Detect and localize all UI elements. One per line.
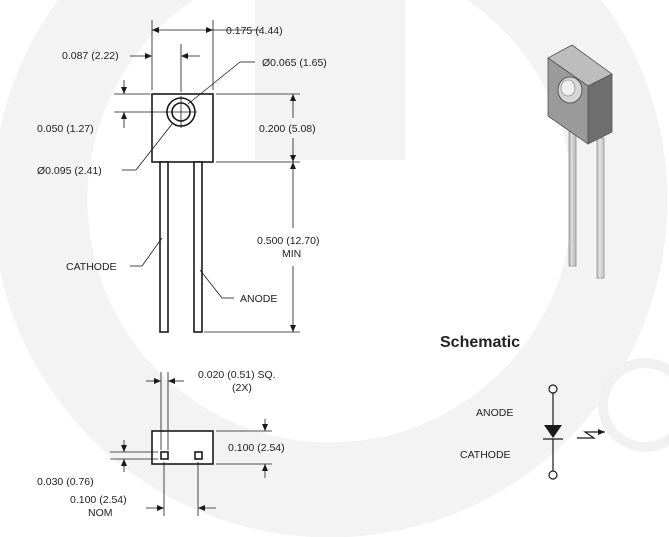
- dim-body-height: 0.200 (5.08): [259, 123, 316, 135]
- 3d-body-side: [587, 73, 613, 145]
- cathode-terminal: [548, 470, 558, 480]
- lead-anode: [193, 161, 203, 333]
- dim-lead-length: 0.500 (12.70): [257, 235, 319, 247]
- label-cathode: CATHODE: [66, 261, 117, 273]
- anode-terminal: [548, 384, 558, 394]
- dim-lead-square: 0.020 (0.51) SQ.: [198, 369, 276, 381]
- dim-lead-length-min: MIN: [282, 248, 301, 260]
- schematic-title: Schematic: [440, 334, 520, 351]
- dim-lead-spacing-nom: NOM: [88, 507, 113, 519]
- dim-outer-diameter: Ø0.095 (2.41): [37, 165, 102, 177]
- lead-cathode: [159, 161, 169, 333]
- dim-lead-offset: 0.030 (0.76): [37, 476, 94, 488]
- dim-lens-diameter: Ø0.065 (1.65): [262, 57, 327, 69]
- schematic-cathode-label: CATHODE: [460, 449, 511, 461]
- bottom-view: 0.020 (0.51) SQ. (2X) 0.100 (2.54) 0.030…: [37, 369, 285, 519]
- bottom-lead-left: [160, 451, 169, 460]
- package-3d-view: [547, 44, 613, 279]
- diode-symbol: [544, 425, 562, 438]
- dim-hole-height: 0.050 (1.27): [37, 123, 94, 135]
- schematic: Schematic ANODE CATHODE: [440, 334, 605, 480]
- dim-hole-offset: 0.087 (2.22): [62, 50, 119, 62]
- top-view: 0.175 (4.44) 0.087 (2.22) Ø0.065 (1.65) …: [37, 20, 327, 333]
- dim-overall-width: 0.175 (4.44): [226, 25, 283, 37]
- light-arrow-icon: [577, 431, 605, 439]
- dim-lead-square-count: (2X): [232, 382, 252, 394]
- label-anode: ANODE: [240, 293, 277, 305]
- bottom-lead-right: [194, 451, 203, 460]
- dim-bottom-height: 0.100 (2.54): [228, 442, 285, 454]
- schematic-anode-label: ANODE: [476, 407, 513, 419]
- dim-lead-spacing: 0.100 (2.54): [70, 494, 127, 506]
